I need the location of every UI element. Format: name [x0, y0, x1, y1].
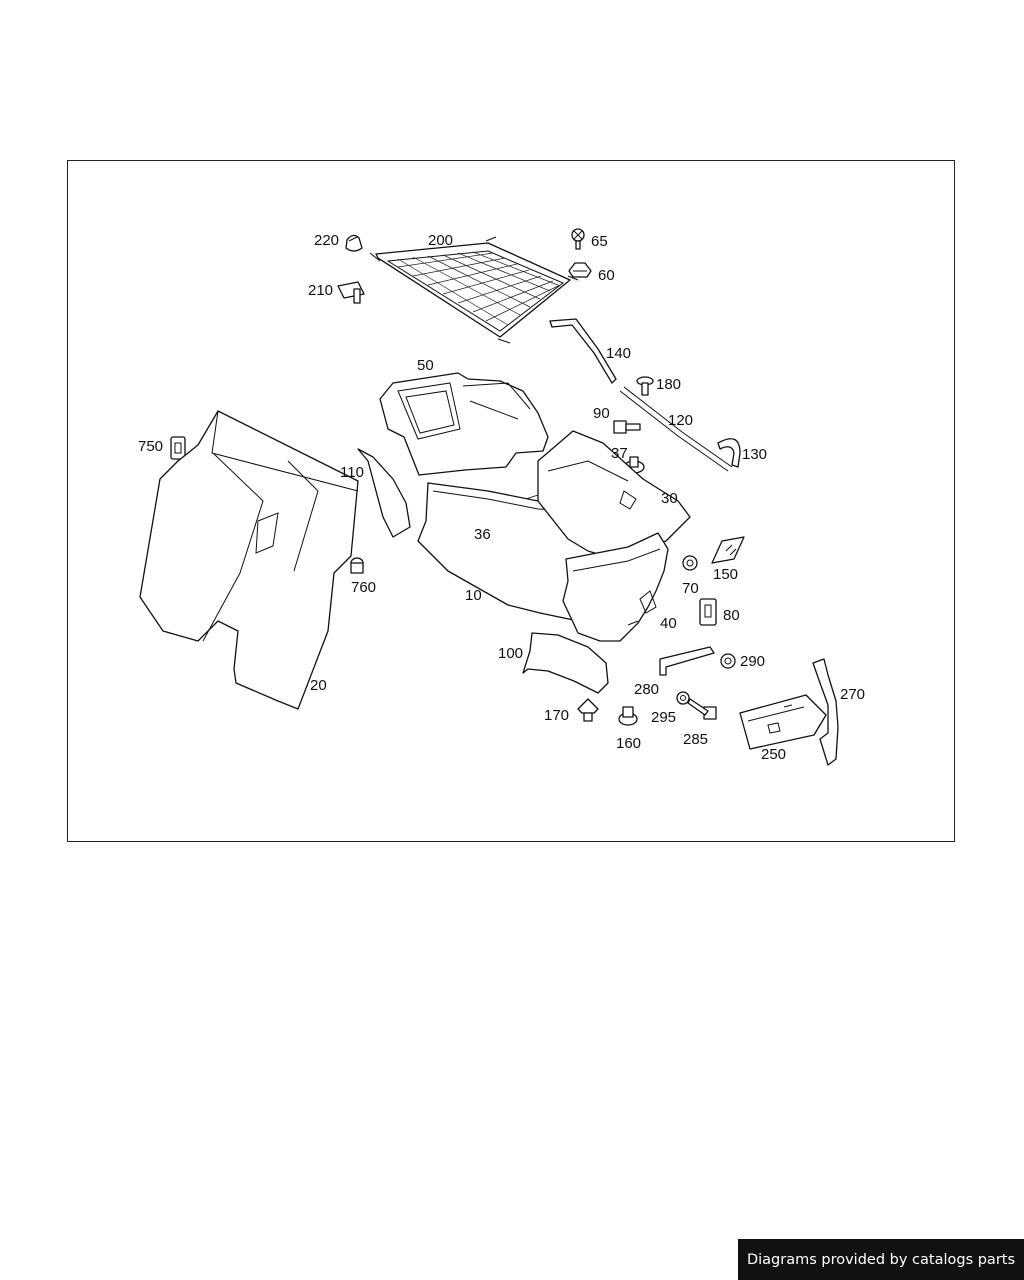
part-250-panel: [739, 694, 827, 750]
part-200-cargo-net: [369, 236, 579, 344]
callout-10: 10: [465, 587, 482, 604]
callout-130: 130: [742, 446, 767, 463]
part-295-washer: [676, 691, 690, 705]
callout-37: 37: [611, 445, 628, 462]
part-70-nut: [682, 555, 698, 571]
part-290-nut: [720, 653, 736, 669]
part-90-bolt: [613, 420, 641, 434]
part-180-push-clip: [636, 376, 654, 396]
callout-750: 750: [138, 438, 163, 455]
part-110-trim: [357, 448, 411, 538]
part-40-side-trim: [562, 532, 669, 642]
callout-250: 250: [761, 746, 786, 763]
callout-280: 280: [634, 681, 659, 698]
callout-180: 180: [656, 376, 681, 393]
callout-285: 285: [683, 731, 708, 748]
callout-760: 760: [351, 579, 376, 596]
part-220-clip: [345, 234, 363, 252]
part-100-cover: [522, 632, 609, 694]
part-80-clip: [699, 598, 717, 626]
watermark-banner: Diagrams provided by catalogs parts: [738, 1239, 1024, 1280]
callout-210: 210: [308, 282, 333, 299]
part-210-bracket: [337, 281, 365, 304]
callout-160: 160: [616, 735, 641, 752]
callout-20: 20: [310, 677, 327, 694]
part-60-clip-nut: [568, 262, 592, 278]
callout-70: 70: [682, 580, 699, 597]
part-130-clip: [717, 438, 741, 468]
callout-80: 80: [723, 607, 740, 624]
part-30-side-panel: [537, 430, 691, 558]
callout-290: 290: [740, 653, 765, 670]
callout-140: 140: [606, 345, 631, 362]
part-160-rivet: [618, 706, 638, 726]
part-50-side-panel: [379, 372, 549, 476]
callout-60: 60: [598, 267, 615, 284]
part-170-clip: [577, 698, 599, 722]
part-285-bolt: [687, 698, 717, 720]
callout-120: 120: [668, 412, 693, 429]
callout-220: 220: [314, 232, 339, 249]
callout-100: 100: [498, 645, 523, 662]
part-120-cable: [619, 386, 733, 472]
part-65-screw: [571, 228, 585, 250]
callout-30: 30: [661, 490, 678, 507]
callout-110: 110: [340, 464, 364, 481]
part-750-clip: [170, 436, 186, 460]
callout-295: 295: [651, 709, 676, 726]
callout-200: 200: [428, 232, 453, 249]
part-140-strip: [549, 318, 617, 384]
callout-labels: 220 200 65 60 210 50 140 180 90 120 750 110 37 130 30 3…: [138, 232, 865, 763]
callout-65: 65: [591, 233, 608, 250]
part-760-plug: [350, 557, 364, 574]
callout-170: 170: [544, 707, 569, 724]
part-150-label: [711, 536, 745, 564]
callout-270: 270: [840, 686, 865, 703]
exploded-parts-diagram: 220 200 65 60 210 50 140 180 90 120 750 110 37 130 30 3…: [138, 228, 865, 766]
part-20-floor-mat: [139, 410, 359, 710]
part-270-strap: [812, 658, 839, 766]
callout-90: 90: [593, 405, 610, 422]
part-280-bracket: [659, 646, 715, 676]
callout-40: 40: [660, 615, 677, 632]
callout-150: 150: [713, 566, 738, 583]
callout-50: 50: [417, 357, 434, 374]
callout-36: 36: [474, 526, 491, 543]
parts-diagram-frame: 220 200 65 60 210 50 140 180 90 120 750 110 37 130 30 3…: [67, 160, 955, 842]
